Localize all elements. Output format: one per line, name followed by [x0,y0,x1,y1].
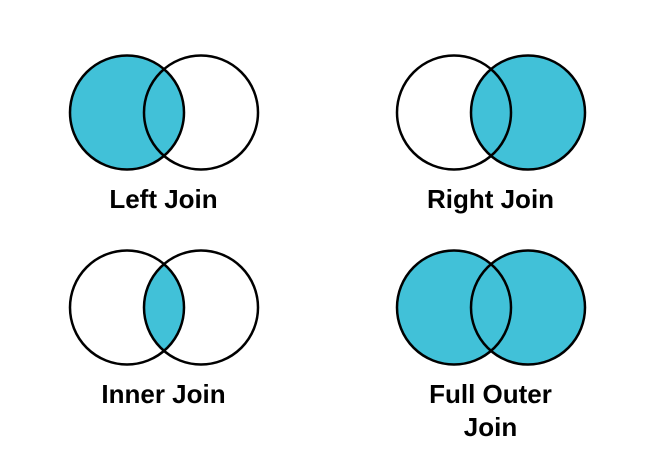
top-row: Left Join Right Join [0,0,654,237]
join-card-inner-join: Inner Join [0,237,327,474]
venn-full-outer-join-diagram [395,249,586,366]
venn-inner-join-diagram [68,249,259,366]
join-label-full-outer: Full Outer Join [429,379,552,442]
join-label-inner: Inner Join [101,379,226,409]
bottom-row: Inner Join Full Outer Join [0,237,654,474]
venn-right-join-diagram [395,54,586,171]
venn-left-join-diagram [68,54,259,171]
join-card-left-join: Left Join [0,0,327,237]
join-label-right: Right Join [426,184,555,214]
join-label-left: Left Join [109,184,218,214]
join-card-right-join: Right Join [327,0,654,237]
join-card-full-outer-join: Full Outer Join [327,237,654,474]
